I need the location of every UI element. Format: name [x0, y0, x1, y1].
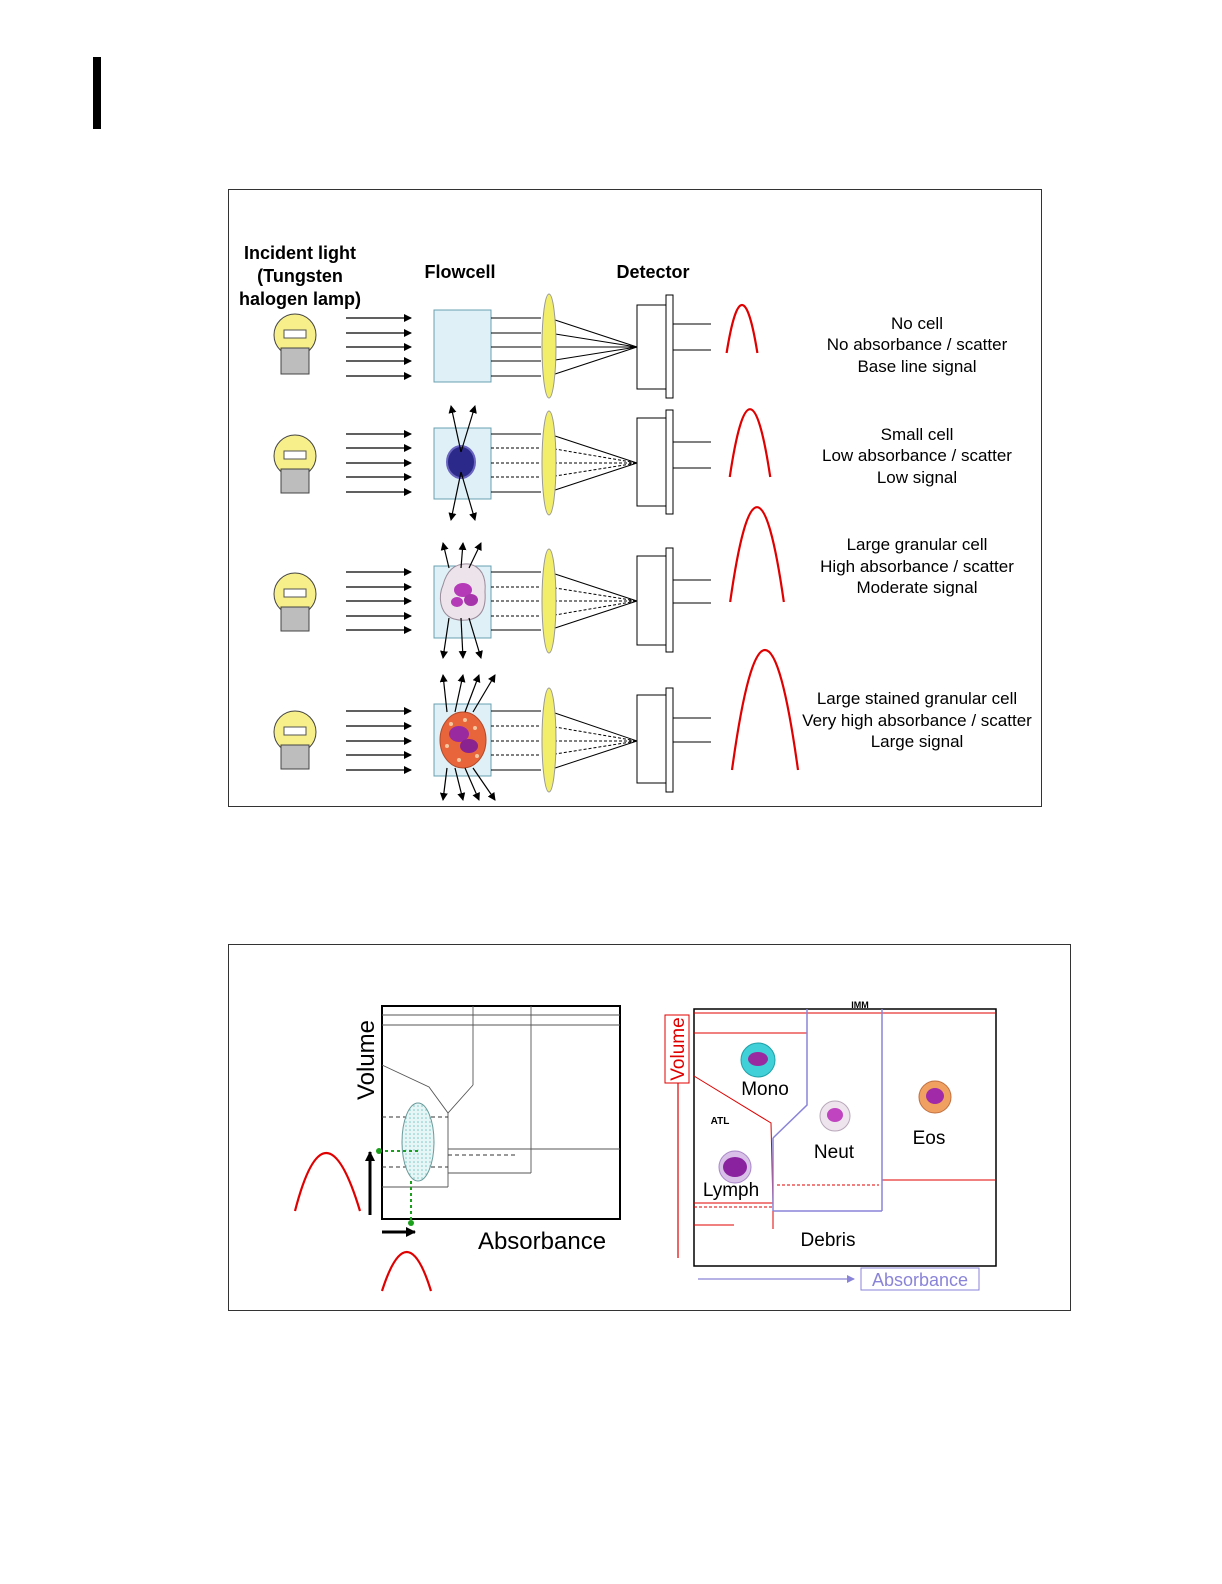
region-label-lymph: Lymph: [703, 1180, 759, 1201]
page-margin-bar: [93, 57, 101, 129]
right-cytogram: IMM Mono ATL Neut Eos Lymph Debris Volum…: [664, 1000, 997, 1291]
small-cell: [446, 445, 476, 479]
lens: [541, 687, 557, 793]
row-label-line: Large stained granular cell: [817, 689, 1017, 708]
signal-pulse: [730, 649, 800, 771]
lamp-icon: [273, 434, 317, 494]
lamp-icon: [273, 572, 317, 632]
signal-pulse: [729, 506, 785, 603]
lamp-icon: [273, 313, 317, 375]
left-cytogram: Volume Absorbance: [293, 1005, 621, 1292]
neut-cell: [819, 1100, 851, 1132]
row-label-line: Large signal: [871, 732, 964, 751]
detector: [636, 294, 674, 399]
row-no-cell: No cell No absorbance / scatter Base lin…: [273, 293, 1008, 399]
horizontal-signal-pulse: [380, 1250, 433, 1292]
incident-light-header-2: (Tungsten: [257, 266, 343, 286]
row-label-line: Very high absorbance / scatter: [802, 711, 1032, 730]
detector: [636, 409, 674, 515]
lymph-cell: [718, 1150, 752, 1184]
flowcell-header: Flowcell: [424, 262, 495, 282]
lens: [541, 548, 557, 654]
left-ylabel: Volume: [353, 1020, 380, 1100]
right-xlabel: Absorbance: [872, 1270, 968, 1290]
row-label-line: Moderate signal: [857, 578, 978, 597]
row-label-line: No cell: [891, 314, 943, 333]
region-label-eos: Eos: [913, 1128, 946, 1149]
lens: [541, 410, 557, 516]
granular-cell: [439, 563, 486, 621]
row-label-line: Large granular cell: [847, 535, 988, 554]
row-label-line: Low absorbance / scatter: [822, 446, 1012, 465]
optical-principle-svg: Incident light (Tungsten halogen lamp) F…: [239, 243, 1032, 801]
region-label-mono: Mono: [741, 1079, 789, 1100]
row-small-cell: Small cell Low absorbance / scatter Low …: [273, 405, 1012, 521]
cytogram-svg: Volume Absorbance: [293, 1000, 997, 1292]
right-ylabel: Volume: [668, 1017, 689, 1080]
stained-cell: [439, 711, 487, 769]
signal-pulse: [728, 408, 772, 478]
region-label-imm: IMM: [851, 1000, 869, 1010]
detector: [636, 687, 674, 793]
row-label-line: Small cell: [881, 425, 954, 444]
left-xlabel: Absorbance: [478, 1228, 606, 1255]
row-label-line: Low signal: [877, 468, 957, 487]
row-label-line: No absorbance / scatter: [827, 335, 1008, 354]
signal-pulse: [725, 303, 759, 354]
flowcell: [433, 309, 492, 383]
optical-principle-figure: Incident light (Tungsten halogen lamp) F…: [228, 189, 1042, 807]
detector-header: Detector: [616, 262, 689, 282]
cytogram-figure: Volume Absorbance: [228, 944, 1071, 1311]
incident-light-header-1: Incident light: [244, 243, 356, 263]
row-large-granular-cell: Large granular cell High absorbance / sc…: [273, 506, 1014, 659]
incident-light-header-3: halogen lamp): [239, 289, 361, 309]
eos-cell: [918, 1080, 952, 1114]
mono-cell: [740, 1042, 776, 1078]
row-large-stained-cell: Large stained granular cell Very high ab…: [273, 649, 1032, 801]
vertical-signal-pulse: [293, 1151, 362, 1212]
region-label-neut: Neut: [814, 1142, 855, 1163]
lens: [541, 293, 557, 399]
detector: [636, 547, 674, 653]
row-label-line: High absorbance / scatter: [820, 557, 1014, 576]
cell-population-ellipse: [401, 1102, 435, 1182]
region-label-debris: Debris: [801, 1230, 856, 1251]
region-label-atl: ATL: [711, 1116, 730, 1127]
lamp-icon: [273, 710, 317, 770]
row-label-line: Base line signal: [857, 357, 976, 376]
incident-rays: [346, 314, 412, 380]
